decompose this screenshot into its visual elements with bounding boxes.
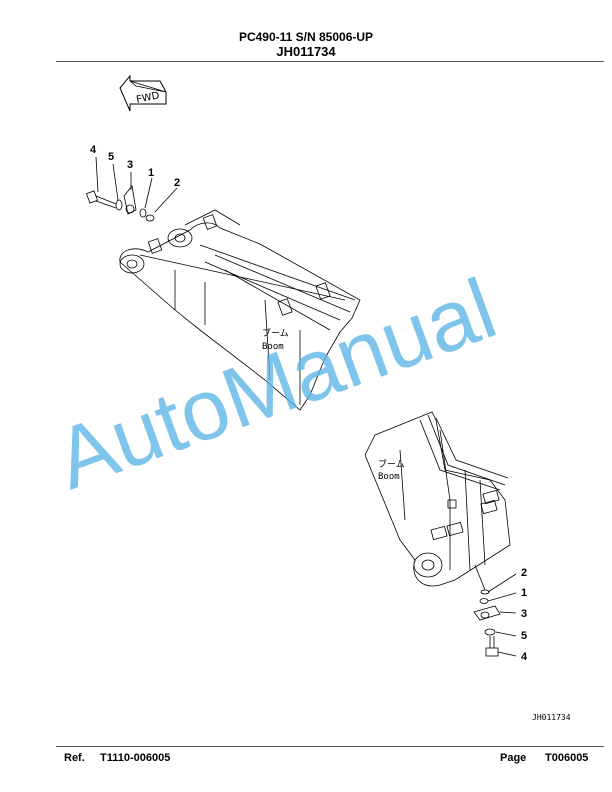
page-value: T006005: [545, 752, 589, 764]
upper-hardware-stack: [86, 156, 178, 222]
spacer-1-lower-icon: [479, 598, 489, 604]
fwd-label: FWD: [135, 90, 160, 106]
lower-callout-1: 1: [521, 587, 527, 599]
lower-boom-drawing: [364, 411, 511, 587]
upper-callout-2: 2: [174, 177, 180, 189]
oring-2-lower-icon: [480, 589, 490, 595]
upper-boom-drawing: [119, 209, 361, 411]
lower-callout-3: 3: [521, 608, 527, 620]
bolt-4-upper-icon: [86, 190, 117, 209]
upper-callout-1: 1: [148, 167, 154, 179]
clamp-3-lower-icon: [473, 605, 501, 621]
lower-boom-label-jp: ブーム: [378, 458, 405, 470]
washer-5-lower-icon: [484, 628, 496, 636]
ref-label: Ref.: [64, 752, 85, 764]
ref-value: T1110-006005: [100, 752, 171, 764]
upper-boom-label-en: Boom: [262, 342, 284, 352]
page-label: Page: [500, 752, 527, 764]
oring-2-upper-icon: [145, 214, 155, 222]
fwd-arrow-icon: FWD: [119, 74, 167, 112]
upper-callout-3: 3: [127, 159, 133, 171]
spacer-1-upper-icon: [139, 208, 147, 218]
washer-5-upper-icon: [115, 199, 123, 211]
bolt-4-lower-icon: [485, 636, 499, 657]
lower-hardware-stack: [473, 564, 517, 657]
lower-callout-2: 2: [521, 567, 527, 579]
lower-callout-4: 4: [521, 651, 528, 663]
lower-callout-5: 5: [521, 630, 527, 642]
upper-boom-label-jp: ブーム: [262, 327, 289, 339]
watermark: AutoManual: [44, 261, 508, 508]
upper-callout-5: 5: [108, 151, 114, 163]
upper-callout-4: 4: [90, 144, 97, 156]
footer-divider: [56, 746, 604, 747]
clamp-3-upper-icon: [123, 185, 137, 215]
part-id-header: JH011734: [276, 44, 336, 59]
drawing-number: JH011734: [532, 713, 571, 722]
model-header: PC490-11 S/N 85006-UP: [238, 30, 374, 44]
header-divider: [56, 61, 604, 62]
lower-boom-label-en: Boom: [378, 472, 400, 482]
